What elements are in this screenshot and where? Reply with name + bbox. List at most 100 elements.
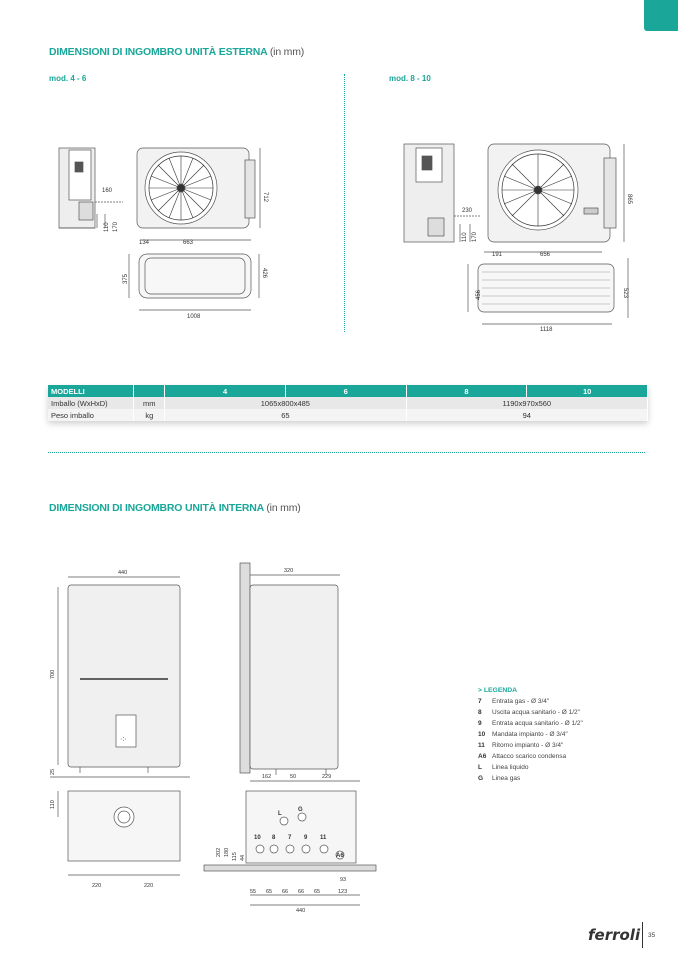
- internal-unit-drawing: ·:· 440 700 25 110 220 220: [50, 562, 377, 914]
- dim-110: 110: [104, 222, 110, 232]
- dim-123: 123: [338, 889, 347, 895]
- title-unit: (in mm): [266, 502, 301, 514]
- legend-text: Linea gas: [492, 775, 521, 782]
- dim-523: 523: [622, 288, 628, 299]
- title-text: DIMENSIONI DI INGOMBRO UNITÀ ESTERNA: [49, 46, 268, 58]
- dim-700: 700: [50, 670, 56, 679]
- legend-text: Mandata impianto - Ø 3/4": [492, 731, 568, 738]
- row-value-4-6: 65: [164, 409, 407, 421]
- dim-220-left: 220: [92, 883, 101, 889]
- dim-656: 656: [540, 252, 551, 258]
- dim-229: 229: [322, 774, 331, 780]
- row-label: Imballo (WxHxD): [48, 397, 135, 409]
- dim-1008: 1008: [187, 314, 201, 320]
- legend-title: > LEGENDA: [478, 687, 518, 694]
- dim-456: 456: [476, 289, 482, 300]
- dim-220-right: 220: [144, 883, 153, 889]
- legend-key: 7: [478, 698, 482, 705]
- dim-170: 170: [113, 221, 119, 232]
- corner-tab: [644, 0, 678, 31]
- legend-key: A6: [478, 753, 487, 760]
- conn-9: 9: [304, 835, 308, 841]
- conn-10: 10: [254, 835, 261, 841]
- conn-L: L: [278, 811, 282, 817]
- footer-divider: [642, 922, 643, 948]
- dim-162: 162: [262, 774, 271, 780]
- dim-202: 202: [216, 848, 222, 857]
- conn-8: 8: [272, 835, 276, 841]
- list-item: 7 Entrata gas - Ø 3/4": [478, 696, 583, 707]
- legend: > LEGENDA 7 Entrata gas - Ø 3/4" 8 Uscita …: [478, 685, 583, 784]
- dim-66-b: 66: [298, 889, 304, 895]
- legend-text: Attacco scarico condensa: [492, 753, 567, 760]
- dim-865: 865: [626, 194, 632, 205]
- list-item: 11 Ritorno impianto - Ø 3/4": [478, 740, 583, 751]
- dim-65-b: 65: [314, 889, 320, 895]
- dim-712: 712: [262, 192, 268, 203]
- dim-663: 663: [183, 240, 194, 246]
- dim-230: 230: [462, 208, 473, 214]
- title-text: DIMENSIONI DI INGOMBRO UNITÀ INTERNA: [49, 502, 264, 514]
- header-6: 6: [285, 385, 407, 397]
- header-4: 4: [164, 385, 286, 397]
- list-item: 8 Uscita acqua sanitario - Ø 1/2": [478, 707, 583, 718]
- legend-key: L: [478, 764, 482, 771]
- conn-11: 11: [320, 835, 327, 841]
- dim-320: 320: [284, 568, 293, 574]
- table-row: Imballo (WxHxD) mm 1065x800x485 1190x970…: [48, 397, 649, 409]
- row-unit: kg: [133, 409, 166, 421]
- model-label-8-10: mod. 8 - 10: [389, 74, 431, 83]
- dim-66-a: 66: [282, 889, 288, 895]
- row-label: Peso imballo: [48, 409, 135, 421]
- dim-115: 115: [232, 852, 238, 861]
- dim-110-internal: 110: [50, 800, 56, 809]
- dim-50: 50: [290, 774, 296, 780]
- row-unit: mm: [133, 397, 166, 409]
- row-value-8-10: 94: [406, 409, 649, 421]
- dim-65-a: 65: [266, 889, 272, 895]
- list-item: L Linea liquido: [478, 762, 583, 773]
- list-item: 10 Mandata impianto - Ø 3/4": [478, 729, 583, 740]
- dim-191: 191: [492, 252, 503, 258]
- dim-375: 375: [123, 273, 129, 284]
- row-value-8-10: 1190x970x560: [406, 397, 649, 409]
- title-unit: (in mm): [269, 46, 305, 58]
- legend-key: 11: [478, 742, 485, 749]
- page-number: 35: [648, 932, 656, 939]
- legend-key: 10: [478, 731, 486, 738]
- svg-text:·:·: ·:·: [120, 736, 127, 743]
- dim-426: 426: [261, 268, 267, 279]
- spec-table: MODELLI 4 6 8 10 Imballo (WxHxD) mm 1065…: [48, 385, 649, 421]
- legend-text: Uscita acqua sanitario - Ø 1/2": [492, 709, 580, 716]
- list-item: G Linea gas: [478, 773, 583, 784]
- header-10: 10: [526, 385, 648, 397]
- dim-25: 25: [50, 769, 56, 775]
- legend-text: Entrata gas - Ø 3/4": [492, 698, 550, 705]
- conn-A6: A6: [336, 853, 344, 859]
- dim-55: 55: [250, 889, 256, 895]
- legend-text: Entrata acqua sanitario - Ø 1/2": [492, 720, 583, 727]
- header-modelli: MODELLI: [48, 385, 135, 397]
- legend-key: G: [478, 775, 484, 782]
- legend-key: 8: [478, 709, 482, 716]
- dim-440-bottom: 440: [296, 908, 305, 914]
- dim-160: 160: [102, 188, 113, 194]
- dim-110b: 110: [462, 232, 468, 242]
- dim-44: 44: [240, 855, 246, 861]
- brand-logo: ferroli: [588, 926, 641, 944]
- legend-text: Ritorno impianto - Ø 3/4": [492, 742, 564, 749]
- vertical-divider: [344, 74, 345, 332]
- dim-93: 93: [340, 877, 346, 883]
- dim-180: 180: [224, 848, 230, 857]
- conn-G: G: [298, 807, 303, 813]
- legend-text: Linea liquido: [492, 764, 529, 771]
- header-8: 8: [406, 385, 528, 397]
- header-unit: [133, 385, 166, 397]
- row-value-4-6: 1065x800x485: [164, 397, 407, 409]
- model-label-4-6: mod. 4 - 6: [49, 74, 87, 83]
- external-unit-drawing-8-10: 230 110 170 865 191 656 456 523 1118: [403, 143, 632, 333]
- dim-134: 134: [139, 240, 150, 246]
- spec-table-wrap: MODELLI 4 6 8 10 Imballo (WxHxD) mm 1065…: [48, 385, 649, 421]
- legend-key: 9: [478, 720, 482, 727]
- dim-1118: 1118: [540, 327, 553, 333]
